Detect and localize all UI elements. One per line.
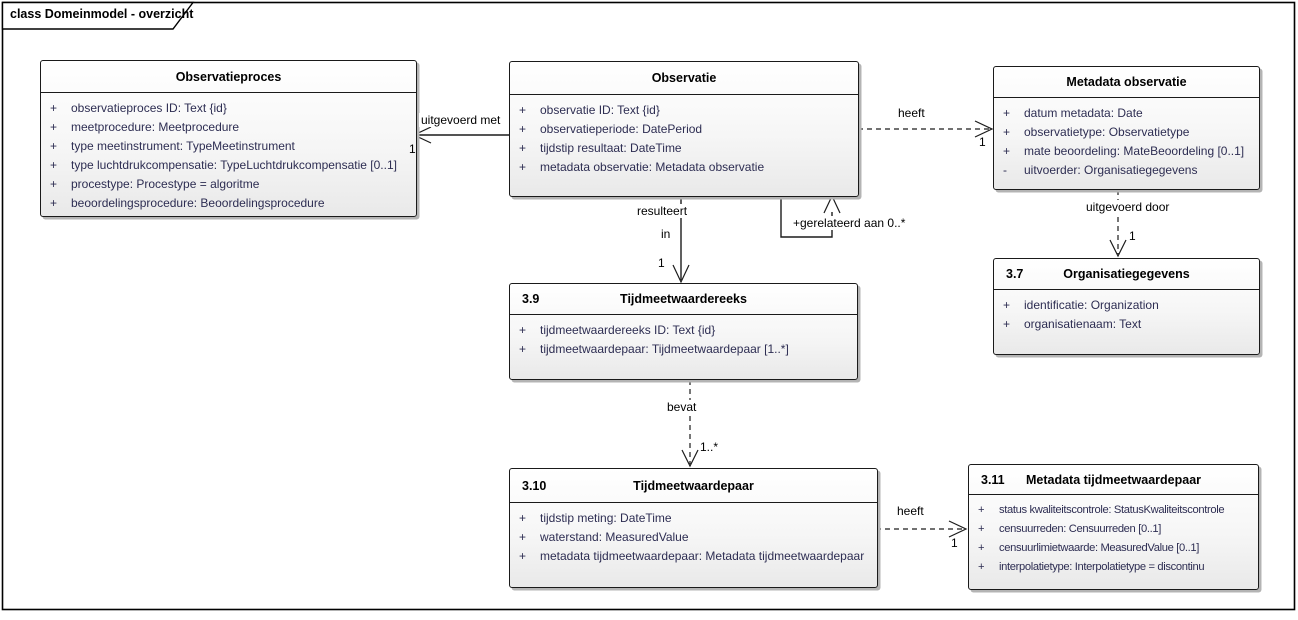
attribute-row: +procestype: Procestype = algoritme (50, 177, 260, 191)
connector-label-heeft-tijdmeetwaardepaar: heeft (895, 504, 926, 518)
class-title-bar: 3.11 Metadata tijdmeetwaardepaar (969, 465, 1258, 495)
class-observatieproces[interactable]: Observatieproces +observatieproces ID: T… (40, 60, 417, 217)
connector-label-resulteert: resulteert (635, 204, 690, 218)
attribute-compartment: +datum metadata: Date +observatietype: O… (994, 98, 1259, 180)
connector-bevat (681, 380, 699, 468)
attribute-row: +censuurreden: Censuurreden [0..1] (978, 523, 1161, 535)
connector-label-uitgevoerd-met: uitgevoerd met (419, 113, 503, 127)
class-title: Tijdmeetwaardereeks (620, 292, 747, 306)
connector-uitgevoerd-met (412, 126, 511, 144)
attribute-row: +observatietype: Observatietype (1003, 125, 1190, 139)
attribute-compartment: +observatie ID: Text {id} +observatieper… (510, 95, 858, 177)
attribute-row: +status kwaliteitscontrole: StatusKwalit… (978, 504, 1225, 516)
attribute-compartment: +observatieproces ID: Text {id} +meetpro… (41, 93, 416, 213)
attribute-row: -uitvoerder: Organisatiegegevens (1003, 163, 1198, 177)
attribute-compartment: +tijdstip meting: DateTime +waterstand: … (510, 503, 877, 566)
class-tijdmeetwaardepaar[interactable]: 3.10 Tijdmeetwaardepaar +tijdstip meting… (509, 468, 878, 588)
attribute-compartment: +status kwaliteitscontrole: StatusKwalit… (969, 495, 1258, 577)
attribute-row: +meetprocedure: Meetprocedure (50, 120, 240, 134)
attribute-row: +tijdmeetwaardepaar: Tijdmeetwaardepaar … (519, 342, 789, 356)
multiplicity-uitgevoerd-met: 1 (409, 142, 416, 156)
attribute-row: +censuurlimietwaarde: MeasuredValue [0..… (978, 542, 1199, 554)
class-title-bar: Metadata observatie (994, 67, 1259, 98)
class-title: Observatie (651, 71, 717, 85)
attribute-row: +beoordelingsprocedure: Beoordelingsproc… (50, 196, 325, 210)
class-metadata-observatie[interactable]: Metadata observatie +datum metadata: Dat… (993, 66, 1260, 190)
class-title-bar: Observatieproces (41, 61, 416, 93)
attribute-row: +type luchtdrukcompensatie: TypeLuchtdru… (50, 158, 397, 172)
attribute-row: +tijdstip meting: DateTime (519, 511, 672, 525)
attribute-row: +mate beoordeling: MateBeoordeling [0..1… (1003, 144, 1245, 158)
attribute-row: +organisatienaam: Text (1003, 317, 1142, 331)
attribute-row: +tijdmeetwaardereeks ID: Text {id} (519, 323, 716, 337)
multiplicity-heeft-tijdmeetwaardepaar: 1 (951, 536, 958, 550)
attribute-row: +observatie ID: Text {id} (519, 103, 660, 117)
attribute-row: +observatieperiode: DatePeriod (519, 122, 703, 136)
attribute-compartment: +tijdmeetwaardereeks ID: Text {id} +tijd… (510, 315, 857, 359)
multiplicity-heeft-observatie: 1 (979, 135, 986, 149)
connector-label-heeft-observatie: heeft (896, 106, 927, 120)
diagram-title: class Domeinmodel - overzicht (10, 7, 194, 21)
class-title-bar: 3.10 Tijdmeetwaardepaar (510, 469, 877, 503)
attribute-row: +type meetinstrument: TypeMeetinstrument (50, 139, 295, 153)
connector-label-uitgevoerd-door: uitgevoerd door (1084, 200, 1172, 214)
class-title: Metadata tijdmeetwaardepaar (1025, 472, 1202, 487)
class-title-bar: Observatie (510, 62, 858, 95)
class-title: Observatieproces (175, 69, 282, 84)
class-title-bar: 3.9 Tijdmeetwaardereeks (510, 284, 857, 315)
attribute-row: +observatieproces ID: Text {id} (50, 101, 227, 115)
attribute-row: +identificatie: Organization (1003, 298, 1159, 312)
class-number: 3.10 (522, 478, 547, 493)
class-metadata-tijdmeetwaardepaar[interactable]: 3.11 Metadata tijdmeetwaardepaar +status… (968, 464, 1259, 590)
connector-label-gerelateerd-aan: +gerelateerd aan 0..* (791, 216, 908, 230)
attribute-row: +metadata tijdmeetwaardepaar: Metadata t… (519, 549, 865, 563)
class-observatie[interactable]: Observatie +observatie ID: Text {id} +ob… (509, 61, 859, 197)
class-tijdmeetwaardereeks[interactable]: 3.9 Tijdmeetwaardereeks +tijdmeetwaarder… (509, 283, 858, 380)
attribute-row: +tijdstip resultaat: DateTime (519, 141, 682, 155)
attribute-compartment: +identificatie: Organization +organisati… (994, 290, 1259, 334)
connector-label-bevat: bevat (665, 400, 699, 414)
class-title: Metadata observatie (1066, 75, 1187, 89)
class-number: 3.9 (522, 292, 540, 306)
class-title-bar: 3.7 Organisatiegegevens (994, 259, 1259, 290)
attribute-row: +waterstand: MeasuredValue (519, 530, 689, 544)
connector-label-in: in (659, 227, 673, 241)
multiplicity-bevat: 1..* (700, 440, 719, 454)
class-organisatiegegevens[interactable]: 3.7 Organisatiegegevens +identificatie: … (993, 258, 1260, 355)
class-number: 3.11 (981, 472, 1005, 487)
multiplicity-resulteert-in: 1 (658, 256, 665, 270)
attribute-row: +metadata observatie: Metadata observati… (519, 160, 765, 174)
attribute-row: +interpolatietype: Interpolatietype = di… (978, 561, 1205, 573)
connector-heeft-observatie (858, 120, 994, 138)
class-title: Tijdmeetwaardepaar (633, 478, 754, 493)
attribute-row: +datum metadata: Date (1003, 106, 1143, 120)
multiplicity-uitgevoerd-door: 1 (1129, 229, 1136, 243)
connector-heeft-tijdmeetwaardepaar (876, 520, 968, 538)
class-number: 3.7 (1006, 267, 1024, 281)
class-title: Organisatiegegevens (1063, 267, 1190, 281)
